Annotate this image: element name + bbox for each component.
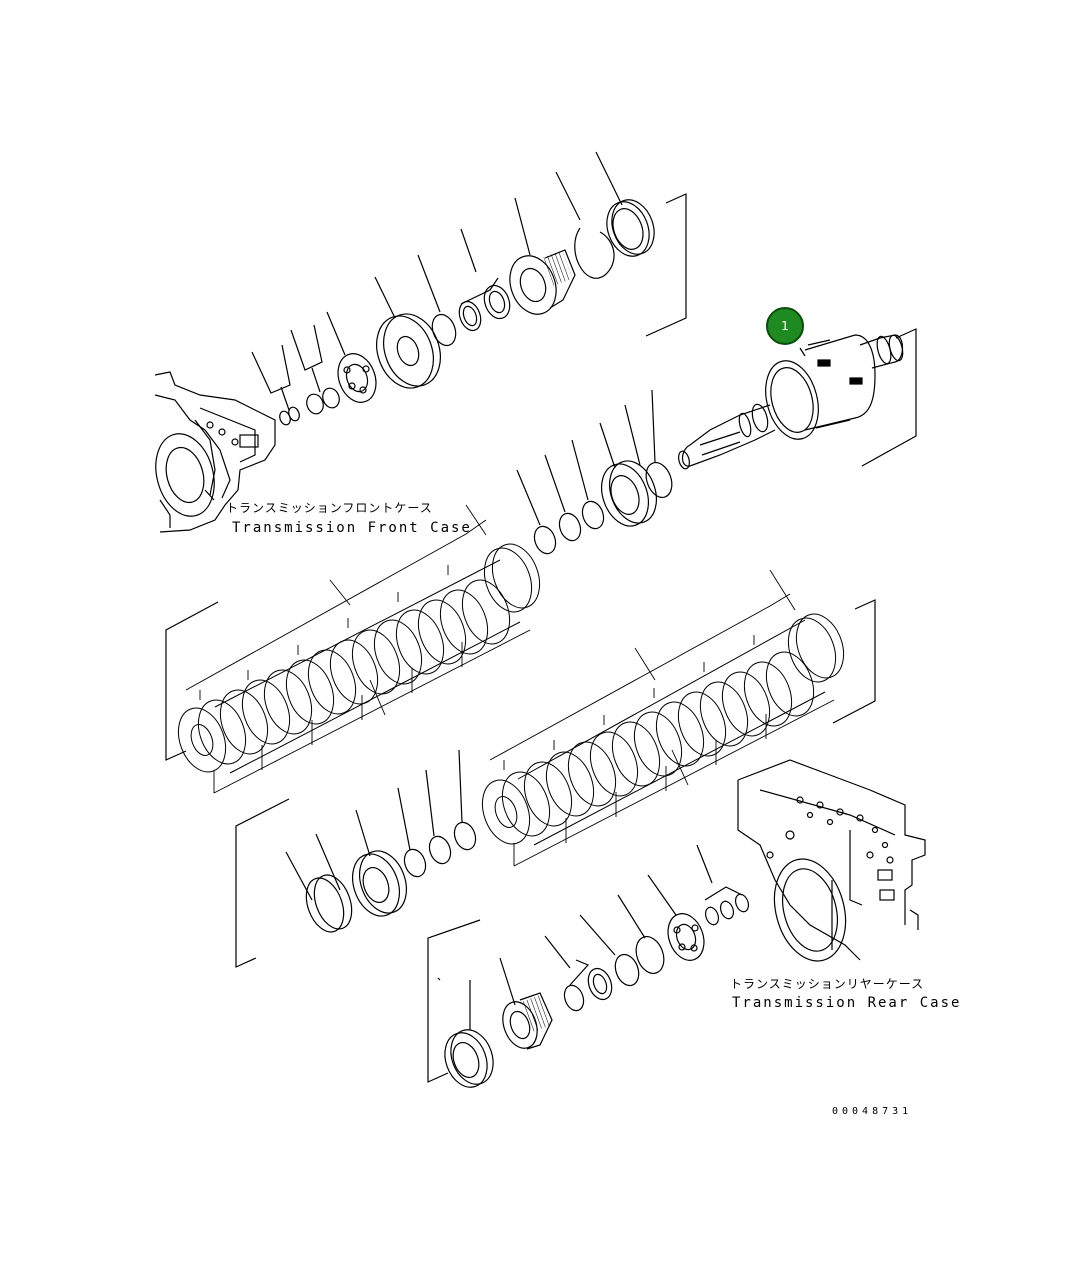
- ball-bearing: [667, 913, 705, 961]
- roller-bearing: [509, 249, 576, 315]
- snap-ring: [574, 227, 615, 279]
- front-case-label-jp: トランスミッションフロントケース: [226, 501, 433, 515]
- snap-ring: [305, 877, 345, 933]
- top-bracket-line: [645, 193, 687, 337]
- callout-number: 1: [781, 319, 789, 333]
- o-rings: [279, 387, 340, 426]
- leader-lines: [437, 844, 713, 1030]
- bottom-part-group: [427, 844, 750, 1088]
- bracket-line: [235, 798, 290, 968]
- leader-lines: [516, 389, 656, 526]
- bottom-bracket: [427, 919, 481, 1083]
- pack-leader-grid: [489, 569, 835, 867]
- middle-upper-parts: [516, 389, 673, 555]
- clutch-disc-stack: [177, 543, 541, 774]
- seal-ring: [403, 848, 427, 878]
- lower-clutch-pack: [481, 569, 876, 867]
- needle-bearing: [563, 967, 613, 1012]
- transmission-front-case: [154, 371, 276, 533]
- seal-ring: [444, 1029, 494, 1088]
- pack-bracket: [165, 601, 219, 761]
- ball-bearing: [337, 353, 377, 403]
- bracket-line: [460, 277, 499, 305]
- seal-ring: [581, 500, 605, 530]
- bracket-line: [569, 959, 590, 986]
- part-callout-1[interactable]: 1: [766, 307, 804, 345]
- lower-left-parts: [235, 749, 477, 968]
- front-case-label-en: Transmission Front Case: [232, 520, 472, 536]
- snap-ring: [645, 461, 673, 499]
- pack-leader-grid: [185, 504, 531, 794]
- seal-ring: [428, 835, 452, 865]
- snap-ring-small: [431, 313, 457, 347]
- leader-lines: [251, 151, 623, 411]
- shaft-bracket: [861, 328, 917, 467]
- roller-bearing: [502, 992, 553, 1050]
- transmission-rear-case: [737, 759, 926, 962]
- gear: [376, 313, 441, 389]
- top-part-group: [251, 151, 687, 426]
- piston: [352, 850, 407, 917]
- seal-ring: [453, 821, 477, 851]
- seal-ring: [558, 512, 582, 542]
- pack-bracket: [832, 599, 876, 724]
- rear-case-label-jp: トランスミッションリヤーケース: [730, 977, 925, 991]
- o-rings: [704, 893, 750, 926]
- needle-bearing: [458, 284, 511, 332]
- reference-number: 00048731: [832, 1106, 913, 1117]
- bracket-line: [704, 886, 743, 901]
- rear-case-label-en: Transmission Rear Case: [732, 995, 962, 1011]
- callout-leader: [799, 347, 806, 357]
- seal-ring: [606, 199, 655, 257]
- leader-lines: [285, 749, 463, 901]
- seal-ring: [533, 525, 557, 555]
- snap-ring: [614, 953, 640, 987]
- collar: [635, 936, 665, 974]
- clutch-disc-stack: [481, 613, 845, 846]
- clutch-shaft-assembly: [678, 328, 917, 470]
- upper-clutch-pack: [165, 504, 541, 794]
